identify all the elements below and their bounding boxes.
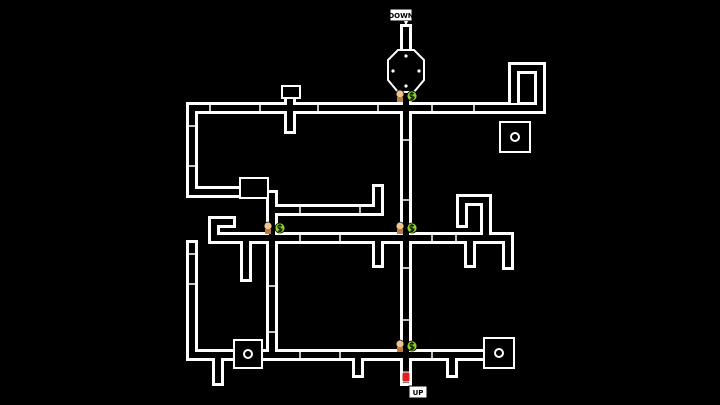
up-label: UP [413, 389, 424, 397]
merchant-npc-icon[interactable] [395, 339, 405, 352]
bottom-left-room [233, 339, 263, 369]
down-label: DOWN [388, 12, 413, 20]
npc-markers [263, 89, 418, 352]
corridor-segments [186, 102, 475, 361]
shop-dollar-icon[interactable] [406, 222, 418, 234]
up-exit-sign[interactable]: UP [408, 385, 428, 399]
merchant-npc-icon[interactable] [263, 221, 273, 234]
down-exit-sign[interactable]: DOWN [388, 8, 414, 26]
player-location-icon [401, 371, 411, 383]
rooms [233, 49, 531, 369]
shop-dollar-icon[interactable] [406, 340, 418, 352]
right-upper-room [499, 121, 531, 153]
shop-dollar-icon[interactable] [406, 90, 418, 102]
merchant-npc-icon[interactable] [395, 89, 405, 102]
shop-dollar-icon[interactable] [274, 222, 286, 234]
top-small-room [281, 85, 301, 99]
merchant-npc-icon[interactable] [395, 221, 405, 234]
left-mid-room [239, 177, 269, 199]
bottom-right-room [483, 337, 515, 369]
